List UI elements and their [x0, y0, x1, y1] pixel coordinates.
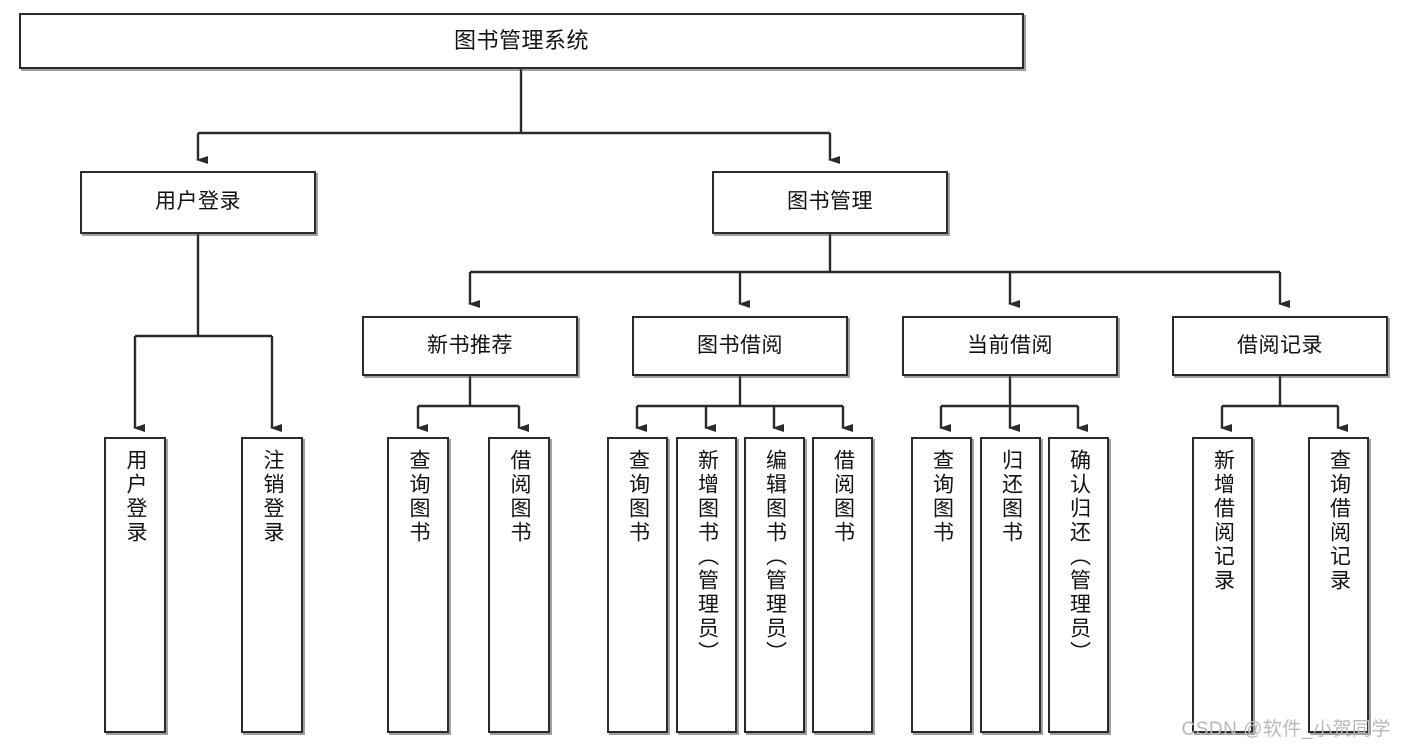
node-book-manage-label: 图书管理 [787, 190, 873, 214]
leaf-query-book-2-label: 查询图书 [626, 449, 650, 545]
node-borrow-record-label: 借阅记录 [1237, 333, 1323, 357]
leaf-query-book-3-label: 查询图书 [930, 449, 954, 545]
node-root-label: 图书管理系统 [453, 28, 589, 54]
node-new-book-recommend[interactable]: 新书推荐 [362, 316, 578, 376]
leaf-query-book-1-label: 查询图书 [407, 449, 431, 545]
leaf-edit-book[interactable]: 编辑图书（管理员） [744, 437, 805, 733]
leaf-add-book[interactable]: 新增图书（管理员） [676, 437, 737, 733]
node-new-book-recommend-label: 新书推荐 [427, 333, 513, 357]
node-root[interactable]: 图书管理系统 [19, 13, 1024, 69]
node-book-borrow-label: 图书借阅 [697, 333, 783, 357]
leaf-add-record-label: 新增借阅记录 [1211, 449, 1235, 593]
leaf-borrow-book-2[interactable]: 借阅图书 [812, 437, 873, 733]
leaf-confirm-return-label: 确认归还（管理员） [1067, 449, 1091, 665]
leaf-query-book-3[interactable]: 查询图书 [911, 437, 972, 733]
leaf-borrow-book-1[interactable]: 借阅图书 [488, 437, 550, 733]
leaf-logout-login[interactable]: 注销登录 [241, 437, 303, 733]
node-current-borrow[interactable]: 当前借阅 [902, 316, 1118, 376]
leaf-edit-book-label: 编辑图书（管理员） [763, 449, 787, 665]
leaf-user-login-label: 用户登录 [124, 449, 148, 545]
node-borrow-record[interactable]: 借阅记录 [1172, 316, 1388, 376]
leaf-query-record[interactable]: 查询借阅记录 [1308, 437, 1369, 733]
node-user-login-label: 用户登录 [155, 190, 241, 214]
leaf-add-book-label: 新增图书（管理员） [695, 449, 719, 665]
leaf-borrow-book-2-label: 借阅图书 [831, 449, 855, 545]
leaf-return-book[interactable]: 归还图书 [980, 437, 1041, 733]
leaf-logout-login-label: 注销登录 [261, 449, 285, 545]
leaf-query-book-1[interactable]: 查询图书 [387, 437, 449, 733]
node-current-borrow-label: 当前借阅 [967, 333, 1053, 357]
leaf-confirm-return[interactable]: 确认归还（管理员） [1048, 437, 1109, 733]
leaf-borrow-book-1-label: 借阅图书 [508, 449, 532, 545]
leaf-query-record-label: 查询借阅记录 [1327, 449, 1351, 593]
node-book-manage[interactable]: 图书管理 [712, 171, 948, 234]
node-user-login[interactable]: 用户登录 [80, 171, 316, 234]
leaf-query-book-2[interactable]: 查询图书 [607, 437, 668, 733]
leaf-return-book-label: 归还图书 [999, 449, 1023, 545]
leaf-user-login[interactable]: 用户登录 [104, 437, 166, 733]
leaf-add-record[interactable]: 新增借阅记录 [1192, 437, 1253, 733]
node-book-borrow[interactable]: 图书借阅 [632, 316, 848, 376]
